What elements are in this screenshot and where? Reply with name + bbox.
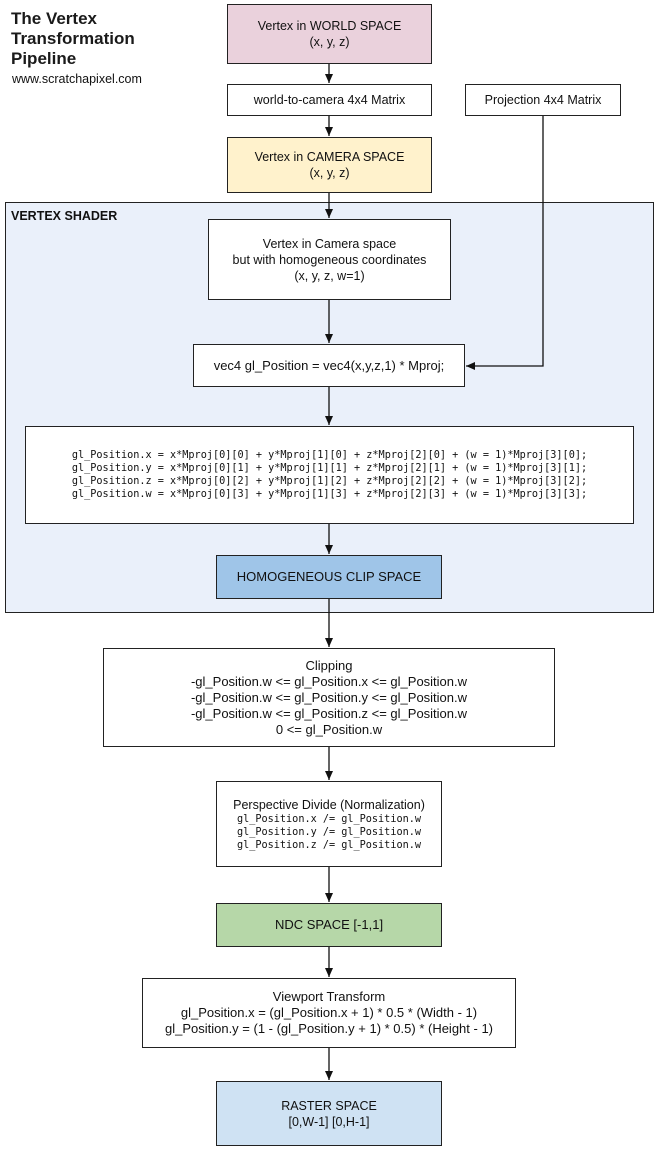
diagram-title: The Vertex Transformation Pipeline (11, 9, 135, 68)
matrix-line-y: gl_Position.y = x*Mproj[0][1] + y*Mproj[… (71, 463, 588, 474)
world-space-node: Vertex in WORLD SPACE (x, y, z) (227, 4, 432, 64)
gl-position-node: vec4 gl_Position = vec4(x,y,z,1) * Mproj… (193, 344, 465, 387)
raster-space-node: RASTER SPACE [0,W-1] [0,H-1] (216, 1081, 442, 1146)
arrow-projection-to-gl-position (466, 116, 544, 370)
perspective-divide-lines: gl_Position.x /= gl_Position.w gl_Positi… (237, 813, 421, 852)
source-url: www.scratchapixel.com (12, 72, 142, 86)
clipping-condition-x: -gl_Position.w <= gl_Position.x <= gl_Po… (190, 673, 468, 689)
raster-space-title: RASTER SPACE (281, 1098, 377, 1113)
camera-space-coords: (x, y, z) (309, 166, 350, 180)
divide-line-z: gl_Position.z /= gl_Position.w (236, 839, 421, 851)
raster-space-range: [0,W-1] [0,H-1] (288, 1114, 370, 1129)
clipping-conditions: -gl_Position.w <= gl_Position.x <= gl_Po… (191, 674, 467, 738)
viewport-transform-title: Viewport Transform (272, 989, 386, 1004)
divide-line-y: gl_Position.y /= gl_Position.w (236, 826, 421, 838)
matrix-line-z: gl_Position.z = x*Mproj[0][2] + y*Mproj[… (71, 476, 588, 487)
viewport-line-y: gl_Position.y = (1 - (gl_Position.y + 1)… (164, 1021, 494, 1036)
clip-space-node: HOMOGENEOUS CLIP SPACE (216, 555, 442, 599)
world-to-camera-matrix-label: world-to-camera 4x4 Matrix (253, 93, 406, 107)
homogeneous-line-2: but with homogeneous coordinates (232, 252, 427, 267)
clipping-node: Clipping -gl_Position.w <= gl_Position.x… (103, 648, 555, 747)
clipping-title: Clipping (305, 657, 353, 673)
projection-matrix-node: Projection 4x4 Matrix (465, 84, 621, 116)
world-to-camera-matrix-node: world-to-camera 4x4 Matrix (227, 84, 432, 116)
clipping-condition-w: 0 <= gl_Position.w (275, 721, 383, 737)
projection-matrix-label: Projection 4x4 Matrix (484, 93, 602, 107)
homogeneous-line-1: Vertex in Camera space (262, 236, 397, 251)
camera-space-title: Vertex in CAMERA SPACE (254, 150, 405, 164)
camera-space-node: Vertex in CAMERA SPACE (x, y, z) (227, 137, 432, 193)
world-space-title: Vertex in WORLD SPACE (257, 19, 402, 33)
perspective-divide-node: Perspective Divide (Normalization) gl_Po… (216, 781, 442, 867)
matrix-multiplication-node: gl_Position.x = x*Mproj[0][0] + y*Mproj[… (25, 426, 634, 524)
clip-space-label: HOMOGENEOUS CLIP SPACE (236, 569, 422, 584)
homogeneous-line-3: (x, y, z, w=1) (294, 268, 365, 283)
matrix-line-x: gl_Position.x = x*Mproj[0][0] + y*Mproj[… (71, 450, 588, 461)
viewport-transform-node: Viewport Transform gl_Position.x = (gl_P… (142, 978, 516, 1048)
world-space-coords: (x, y, z) (309, 35, 350, 49)
divide-line-x: gl_Position.x /= gl_Position.w (236, 813, 421, 825)
matrix-line-w: gl_Position.w = x*Mproj[0][3] + y*Mproj[… (71, 489, 588, 500)
matrix-multiplication-lines: gl_Position.x = x*Mproj[0][0] + y*Mproj[… (72, 449, 587, 501)
vertex-shader-label: VERTEX SHADER (11, 209, 118, 223)
perspective-divide-title: Perspective Divide (Normalization) (233, 797, 425, 812)
ndc-space-node: NDC SPACE [-1,1] (216, 903, 442, 947)
ndc-space-label: NDC SPACE [-1,1] (274, 917, 384, 932)
homogeneous-coords-node: Vertex in Camera space but with homogene… (208, 219, 451, 300)
viewport-line-x: gl_Position.x = (gl_Position.x + 1) * 0.… (180, 1005, 478, 1020)
clipping-condition-y: -gl_Position.w <= gl_Position.y <= gl_Po… (190, 689, 468, 705)
gl-position-label: vec4 gl_Position = vec4(x,y,z,1) * Mproj… (213, 357, 445, 373)
clipping-condition-z: -gl_Position.w <= gl_Position.z <= gl_Po… (190, 705, 468, 721)
